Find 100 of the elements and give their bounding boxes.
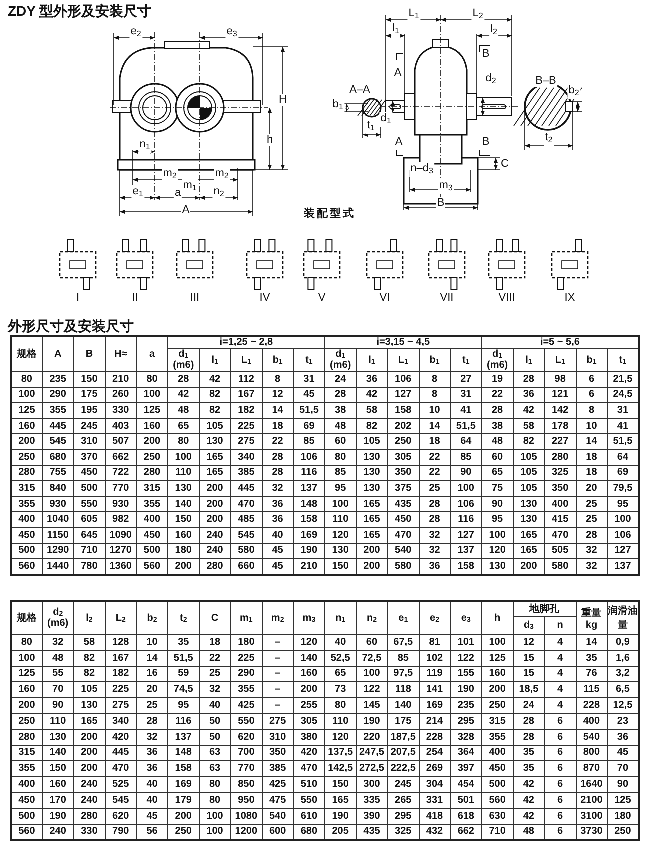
dimension-value: 225	[230, 650, 262, 666]
dimension-value: 10	[136, 634, 168, 650]
dimension-value: 127	[607, 543, 639, 559]
dimension-value: 240	[74, 776, 106, 792]
dimension-value: 137	[294, 480, 325, 496]
column-heading: 地脚孔	[513, 601, 576, 616]
dimension-value: 22	[419, 465, 450, 481]
dimension-value: 165	[199, 465, 231, 481]
dimension-value: 148	[294, 496, 325, 512]
column-heading: d$_{1}$ (m6)	[168, 348, 200, 372]
dimension-value: 400	[136, 512, 168, 528]
dimension-value: 325	[544, 465, 576, 481]
column-heading: b$_{1}$	[576, 348, 608, 372]
dimension-value: 560	[482, 792, 514, 808]
dimension-value: 6	[576, 387, 608, 403]
dimension-value: 160	[482, 666, 514, 682]
dimension-value: 350	[388, 465, 420, 481]
row-heading: 200	[11, 698, 42, 714]
dimension-value: 14	[419, 418, 450, 434]
dimension-value: 214	[419, 713, 450, 730]
column-heading: l$_{1}$	[199, 348, 231, 372]
dimension-value: 295	[450, 713, 482, 730]
dimension-value: 18,5	[513, 682, 545, 698]
dimension-value: 470	[230, 496, 262, 512]
dimension-value: 112	[230, 372, 262, 388]
dimension-value: 425	[262, 776, 294, 792]
dimension-value: 158	[294, 512, 325, 528]
dimension-value: 545	[230, 527, 262, 544]
dimension-value: 180	[168, 543, 200, 559]
column-heading: d$_{3}$	[513, 616, 545, 634]
dimension-value: 20	[136, 682, 168, 698]
dimension-value: 122	[356, 682, 388, 698]
dimension-value: 32	[419, 527, 450, 544]
dimension-value: 510	[294, 776, 325, 792]
dimension-value: 605	[74, 512, 106, 528]
dimension-value: 55	[42, 666, 74, 682]
dimension-value: 507	[105, 434, 137, 450]
dimension-label: A	[181, 204, 191, 216]
dimension-value: 190	[42, 808, 74, 824]
dimension-value: 415	[544, 512, 576, 528]
dimension-value: 355	[230, 682, 262, 698]
dimension-value: 165	[74, 713, 106, 730]
dimension-value: 106	[294, 449, 325, 466]
dimension-value: 100	[356, 666, 388, 682]
dimension-value: 1270	[105, 543, 137, 559]
dimension-label: a	[174, 187, 182, 199]
dimension-value: 4	[544, 666, 576, 682]
dimension-value: 235	[42, 372, 74, 388]
dimension-value: 550	[230, 713, 262, 730]
dimension-value: 178	[544, 418, 576, 434]
dimension-value: 3,2	[607, 666, 639, 682]
dimension-value: 525	[105, 776, 137, 792]
dimension-value: 227	[544, 434, 576, 450]
dimension-value: 120	[324, 729, 356, 746]
column-heading: m$_{3}$	[294, 601, 325, 634]
dimension-value: 150	[324, 776, 356, 792]
dimension-value: 275	[262, 713, 294, 730]
dimension-value: 170	[42, 792, 74, 808]
dimension-value: 6	[544, 808, 576, 824]
dimension-value: 51,5	[450, 418, 482, 434]
dimension-value: 160	[168, 527, 200, 544]
dimension-value: 38	[482, 418, 514, 434]
dimension-value: 610	[294, 808, 325, 824]
dimension-value: 310	[262, 729, 294, 746]
dimension-value: 250	[136, 449, 168, 466]
dimension-label: B	[481, 48, 491, 60]
dimension-value: 12	[513, 634, 545, 650]
dimension-value: 137	[168, 729, 200, 746]
dimension-value: 122	[450, 650, 482, 666]
dimension-value: 40	[324, 634, 356, 650]
dimension-value: 165	[356, 527, 388, 544]
dimension-value: 470	[388, 527, 420, 544]
dimension-label: l$_{2}$	[490, 24, 498, 38]
dimension-label: n–d$_{3}$	[410, 162, 434, 178]
dimension-value: 100	[482, 527, 514, 544]
dimension-value: 40	[136, 792, 168, 808]
dimension-value: 930	[105, 496, 137, 512]
row-heading: 125	[11, 402, 42, 418]
column-heading: a	[136, 336, 168, 372]
dimension-value: 550	[74, 496, 106, 512]
dimension-value: 620	[105, 808, 137, 824]
dimension-value: 15	[513, 666, 545, 682]
dimension-label: C	[500, 158, 510, 170]
dimension-value: 130	[356, 465, 388, 481]
dimension-value: 150	[74, 372, 106, 388]
dimension-value: 69	[294, 418, 325, 434]
dimension-value: 190	[356, 713, 388, 730]
dimension-value: 540	[262, 808, 294, 824]
dimension-value: 64	[450, 434, 482, 450]
dimension-label: B	[481, 136, 491, 148]
dimension-value: 125	[136, 402, 168, 418]
row-heading: 400	[11, 776, 42, 792]
dimension-value: 105	[513, 480, 545, 496]
dimension-value: –	[262, 666, 294, 682]
dimension-value: 42	[513, 776, 545, 792]
dimension-value: 680	[42, 449, 74, 466]
dimension-value: 59	[168, 666, 200, 682]
dimension-value: 81	[419, 634, 450, 650]
dimension-value: 137	[450, 543, 482, 559]
dimension-value: 48	[324, 418, 356, 434]
